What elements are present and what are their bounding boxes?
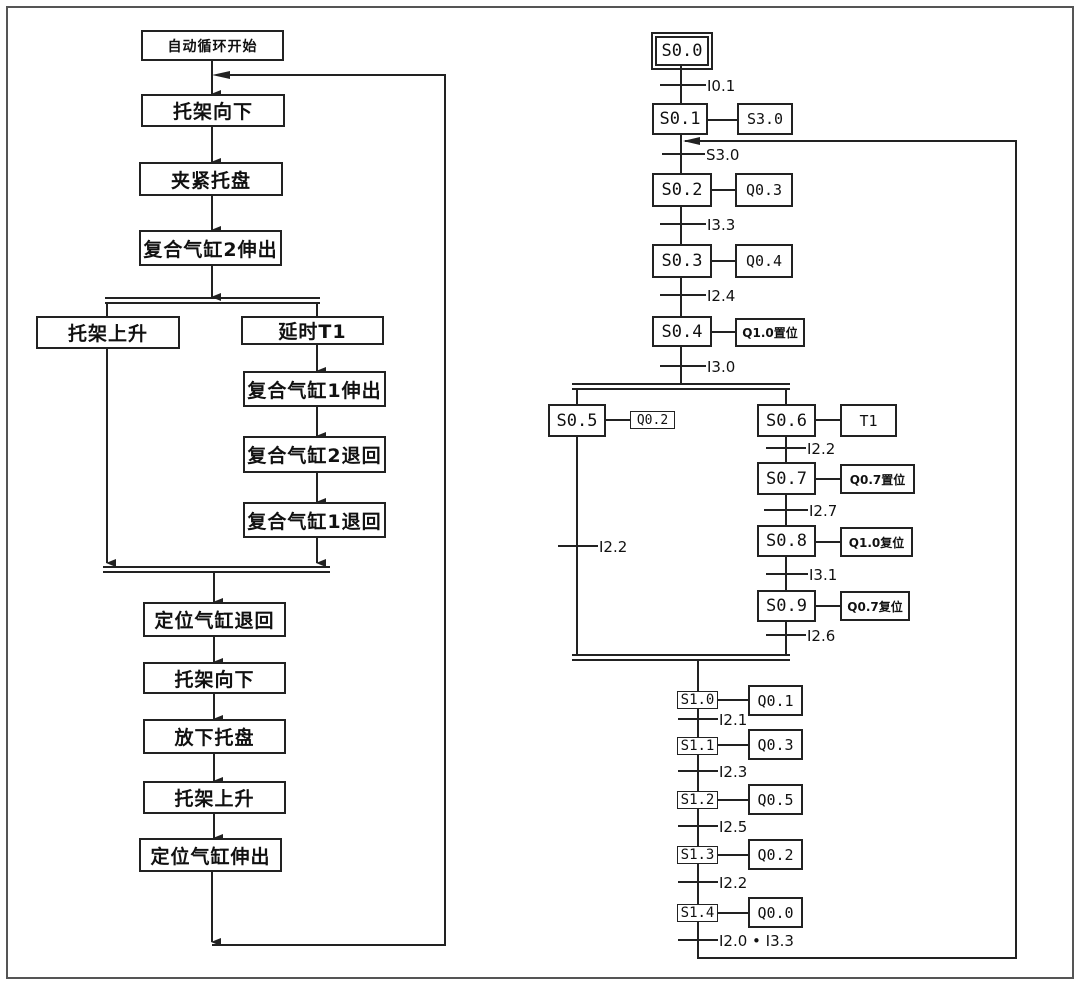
transition-label: I2.6 [807, 627, 836, 645]
sfc-step-s1-3: S1.3 [677, 846, 718, 864]
sfc-action-s0-1: S3.0 [737, 103, 793, 135]
sfc-step-s0-7: S0.7 [757, 462, 816, 495]
sfc-step-s1-4: S1.4 [677, 904, 718, 922]
transition-label: I2.2 [807, 440, 836, 458]
transition-label: I0.1 [707, 77, 736, 95]
sfc-action-s0-8: Q1.0复位 [840, 527, 913, 557]
sfc-step-s0-5: S0.5 [548, 404, 606, 437]
transition-label: I2.2 [719, 874, 748, 892]
flow-step-6: 放下托盘 [143, 719, 286, 754]
sfc-step-s0-6: S0.6 [757, 404, 816, 437]
flow-step-4: 定位气缸退回 [143, 602, 286, 637]
sfc-action-s1-3: Q0.2 [748, 839, 803, 870]
branch-right-step-1: 延时T1 [241, 316, 384, 345]
flow-step-8: 定位气缸伸出 [139, 838, 282, 872]
flow-step-2: 夹紧托盘 [139, 162, 283, 196]
sfc-action-s0-7: Q0.7置位 [840, 464, 915, 494]
sfc-action-s1-0: Q0.1 [748, 685, 803, 716]
transition-label: S3.0 [706, 146, 740, 164]
sfc-action-s0-3: Q0.4 [735, 244, 793, 278]
sfc-step-s0-9: S0.9 [757, 590, 816, 622]
transition-label: I2.5 [719, 818, 748, 836]
transition-label: I2.2 [599, 538, 628, 556]
flow-step-5: 托架向下 [143, 662, 286, 694]
transition-label: I2.1 [719, 711, 748, 729]
sfc-action-s0-2: Q0.3 [735, 173, 793, 207]
flow-step-3: 复合气缸2伸出 [139, 230, 282, 266]
transition-label: I2.0 • I3.3 [719, 932, 794, 950]
transition-label: I2.7 [809, 502, 838, 520]
sfc-step-s1-0: S1.0 [677, 691, 718, 709]
sfc-step-s0-1: S0.1 [652, 103, 708, 135]
branch-right-step-2: 复合气缸1伸出 [243, 371, 386, 407]
branch-right-step-4: 复合气缸1退回 [243, 502, 386, 538]
sfc-action-s0-4: Q1.0置位 [735, 318, 805, 347]
sfc-step-s0-2: S0.2 [652, 173, 712, 207]
diagram-frame [6, 6, 1074, 979]
transition-label: I3.3 [707, 216, 736, 234]
sfc-action-s1-4: Q0.0 [748, 897, 803, 928]
sfc-action-s1-2: Q0.5 [748, 784, 803, 815]
transition-label: I2.4 [707, 287, 736, 305]
sfc-step-s1-2: S1.2 [677, 791, 718, 809]
sfc-action-s0-9: Q0.7复位 [840, 591, 910, 621]
flow-step-1: 托架向下 [141, 94, 285, 127]
sfc-action-s1-1: Q0.3 [748, 729, 803, 760]
flow-step-7: 托架上升 [143, 781, 286, 814]
transition-label: I2.3 [719, 763, 748, 781]
sfc-step-s1-1: S1.1 [677, 737, 718, 755]
sfc-step-s0-4: S0.4 [652, 316, 712, 347]
sfc-action-s0-6: T1 [840, 404, 897, 437]
start-box: 自动循环开始 [141, 30, 284, 61]
sfc-step-s0-3: S0.3 [652, 244, 712, 278]
transition-label: I3.1 [809, 566, 838, 584]
sfc-initial-step: S0.0 [651, 32, 713, 70]
transition-label: I3.0 [707, 358, 736, 376]
branch-left-step: 托架上升 [36, 316, 180, 349]
sfc-step-s0-8: S0.8 [757, 525, 816, 557]
branch-right-step-3: 复合气缸2退回 [243, 436, 386, 473]
sfc-action-s0-5: Q0.2 [630, 411, 675, 429]
